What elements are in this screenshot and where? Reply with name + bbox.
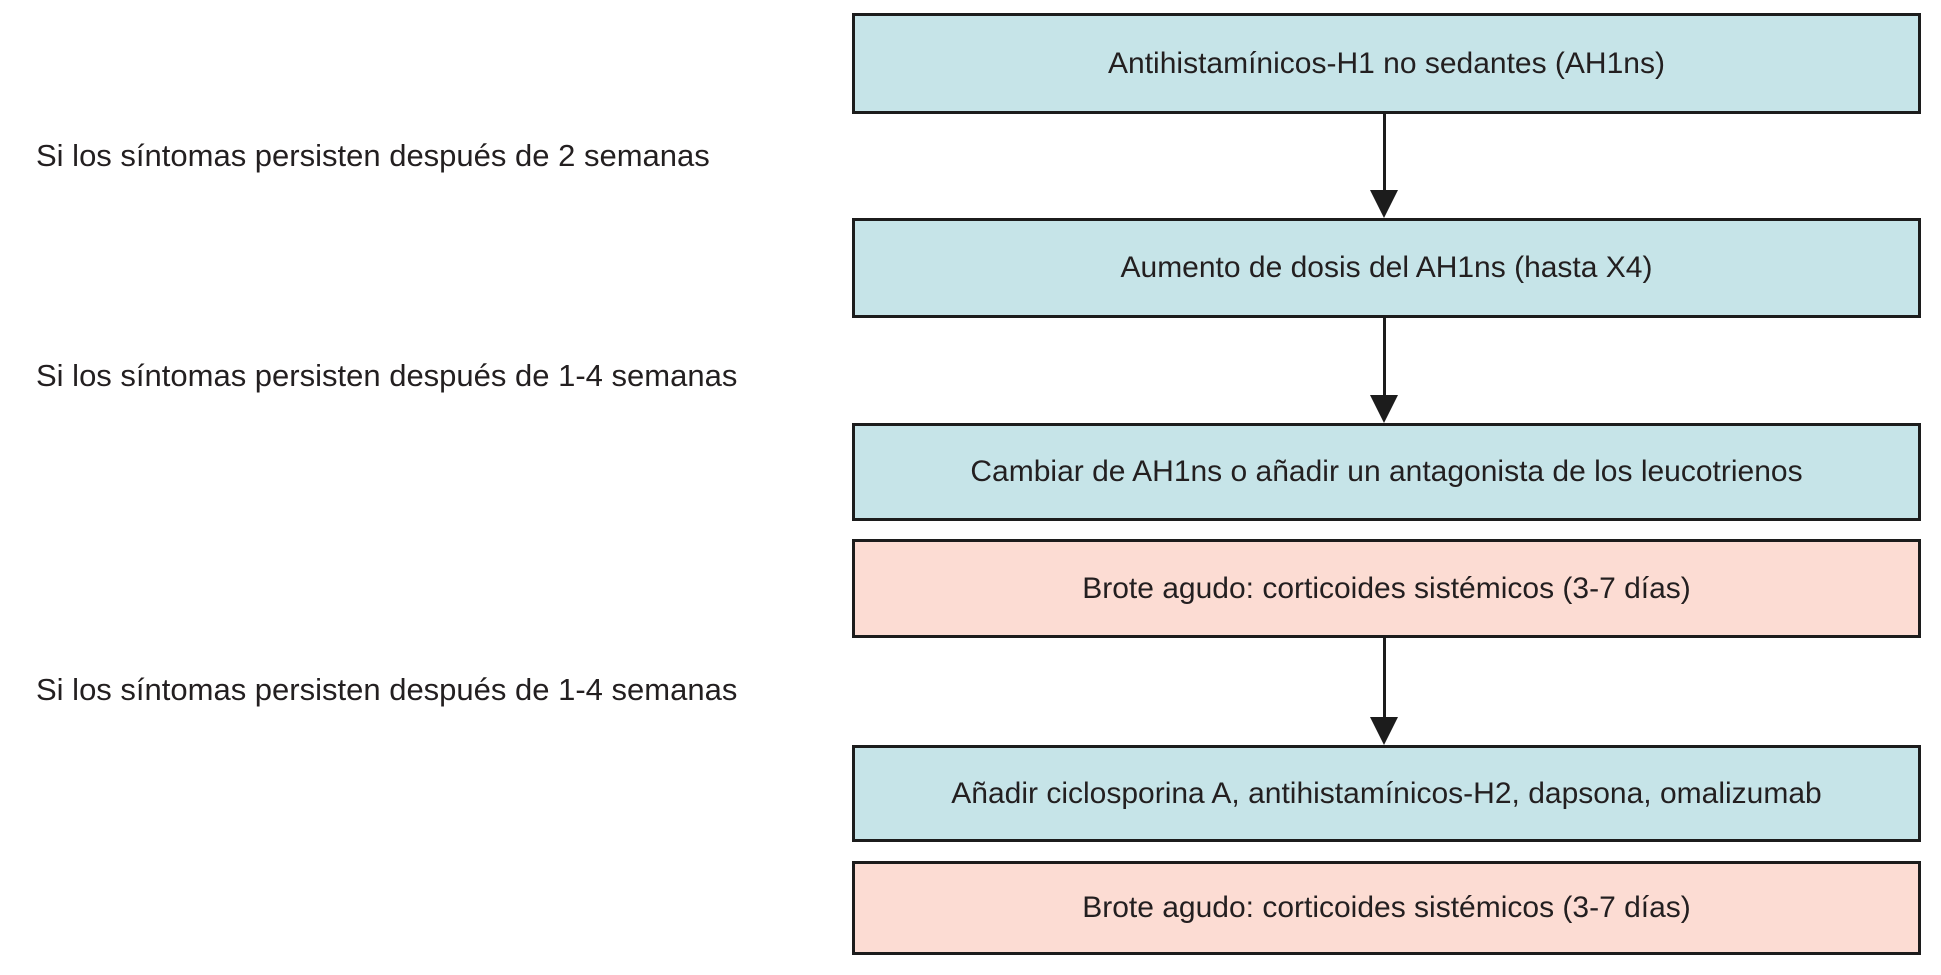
flow-arrow-down-2 <box>1370 318 1398 423</box>
flowchart-box-add-ciclosporin: Añadir ciclosporina A, antihistamínicos-… <box>852 745 1921 842</box>
condition-label-after-2-weeks: Si los síntomas persisten después de 2 s… <box>36 138 710 173</box>
arrow-head-icon <box>1370 717 1398 745</box>
arrow-shaft <box>1382 318 1386 395</box>
condition-label-after-1-4-weeks-b: Si los síntomas persisten después de 1-4… <box>36 672 738 707</box>
condition-label-after-1-4-weeks-a: Si los síntomas persisten después de 1-4… <box>36 358 738 393</box>
flowchart-box-dose-increase: Aumento de dosis del AH1ns (hasta X4) <box>852 218 1921 318</box>
flow-arrow-down-3 <box>1370 638 1398 745</box>
arrow-head-icon <box>1370 395 1398 423</box>
arrow-head-icon <box>1370 190 1398 218</box>
flowchart-box-switch-or-antileukotriene: Cambiar de AH1ns o añadir un antagonista… <box>852 423 1921 521</box>
flowchart-box-acute-flare-1: Brote agudo: corticoides sistémicos (3-7… <box>852 539 1921 638</box>
flowchart-box-acute-flare-2: Brote agudo: corticoides sistémicos (3-7… <box>852 861 1921 955</box>
flowchart-box-ah1ns: Antihistamínicos-H1 no sedantes (AH1ns) <box>852 13 1921 114</box>
flow-arrow-down-1 <box>1370 114 1398 218</box>
arrow-shaft <box>1382 638 1386 717</box>
arrow-shaft <box>1382 114 1386 190</box>
